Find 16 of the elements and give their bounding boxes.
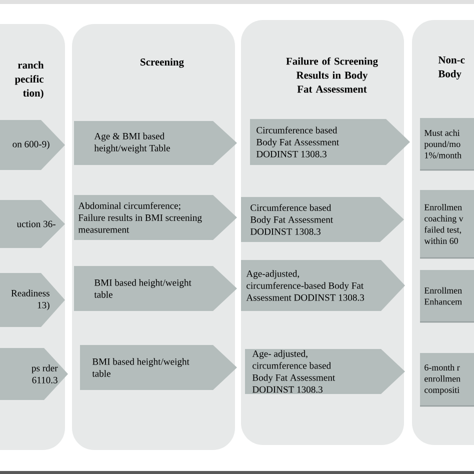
chevron-box: on 600-9) <box>0 120 65 170</box>
chevron-box: Age & BMI based height/weight Table <box>74 121 237 165</box>
chevron-box: Age-adjusted, circumference-based Body Fat Assessment DODINST 1308.3 <box>241 260 405 311</box>
chevron-box: BMI based height/weight table <box>80 345 237 390</box>
chevron-box: Readiness 13) <box>0 273 65 327</box>
step-box: Enrollmen coaching v failed test, within 60 <box>420 190 474 259</box>
chevron-box: Abdominal circumference; Failure results in BMI screening measurement <box>74 195 237 240</box>
step-box: Must achi pound/mo 1%/month <box>420 118 474 171</box>
chevron-box: BMI based height/weight table <box>74 266 237 311</box>
chevron-box: Age- adjusted, circumference based Body Fat Assessment DODINST 1308.3 <box>245 349 405 394</box>
step-box: Enrollmen Enhancem <box>420 270 474 323</box>
chevron-box: Circumference based Body Fat Assessment DODINST 1308.3 <box>241 197 404 242</box>
chevron-box: Circumference based Body Fat Assessment DODINST 1308.3 <box>250 119 410 165</box>
chevron-box: ps rder 6110.3 <box>0 348 68 400</box>
step-box: 6-month r enrollmen compositi <box>420 353 474 407</box>
chevron-box: uction 36- <box>0 200 65 248</box>
